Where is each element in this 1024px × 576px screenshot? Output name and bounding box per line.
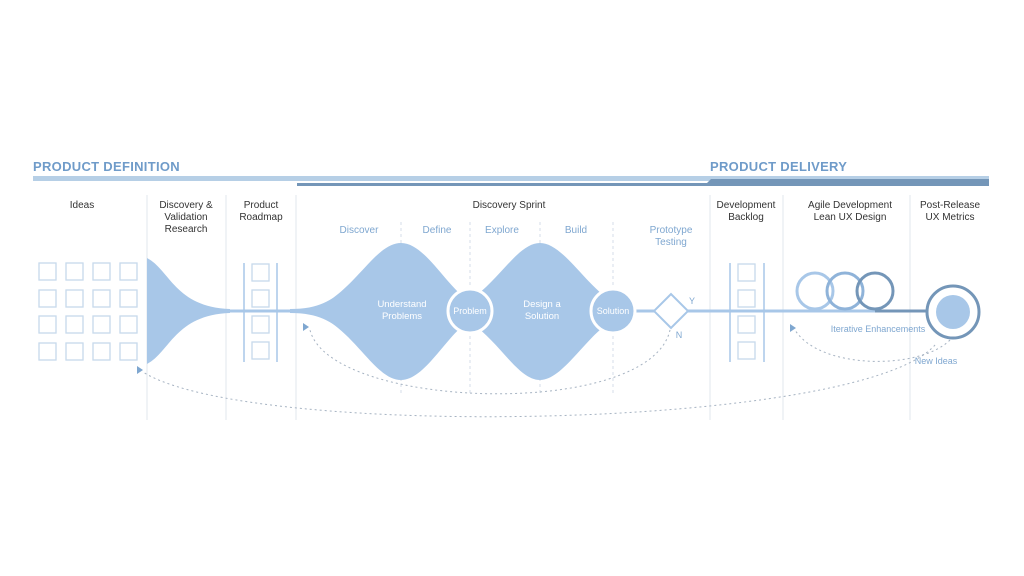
ideas-grid (38, 262, 138, 361)
discovery-validation-label: Discovery & Validation Research (159, 200, 213, 235)
testing-loop (309, 329, 671, 395)
backlog-stack (729, 263, 765, 362)
delivery-bar (297, 179, 989, 186)
discovery-sprint-label: Discovery Sprint (472, 200, 546, 211)
phase-build: Build (564, 225, 588, 236)
phase-explore: Explore (485, 225, 519, 236)
understand-problems-label: Understand Problems (377, 299, 427, 322)
understand-problems-shape (330, 243, 470, 380)
new-ideas-label: New Ideas (914, 356, 958, 366)
solution-node (589, 287, 637, 335)
phase-discover: Discover (339, 225, 379, 236)
ideas-label: Ideas (69, 200, 95, 211)
problem-node (446, 287, 494, 335)
product-delivery-header: PRODUCT DELIVERY (710, 159, 848, 174)
decision-node (652, 292, 690, 330)
agile-development-label: Agile Development Lean UX Design (808, 200, 892, 223)
design-solution-label: Design a Solution (523, 299, 561, 322)
phase-prototype-testing: Prototype Testing (649, 225, 693, 248)
definition-bar (33, 176, 989, 181)
iterative-enhancements-label: Iterative Enhancements (830, 324, 926, 334)
problem-label: Problem (453, 306, 487, 316)
column-dividers (146, 195, 911, 420)
solution-label: Solution (596, 306, 630, 316)
new-ideas-loop (142, 344, 936, 418)
decision-yes-label: Y (688, 296, 695, 306)
iterative-loop-arrow (790, 324, 796, 332)
iterative-loop (794, 329, 951, 362)
research-funnel (147, 258, 230, 364)
agile-loops (795, 271, 895, 311)
decision-no-label: N (675, 330, 683, 340)
design-solution-shape (470, 243, 613, 380)
roadmap-stack (243, 263, 278, 362)
product-roadmap-label: Product Roadmap (239, 200, 283, 223)
product-definition-header: PRODUCT DEFINITION (33, 159, 180, 174)
post-release-label: Post-Release UX Metrics (919, 200, 981, 223)
release-target-icon (925, 284, 981, 340)
new-ideas-loop-arrow (137, 366, 143, 374)
testing-loop-arrow (303, 323, 309, 331)
development-backlog-label: Development Backlog (716, 200, 776, 223)
phase-define: Define (422, 225, 452, 236)
